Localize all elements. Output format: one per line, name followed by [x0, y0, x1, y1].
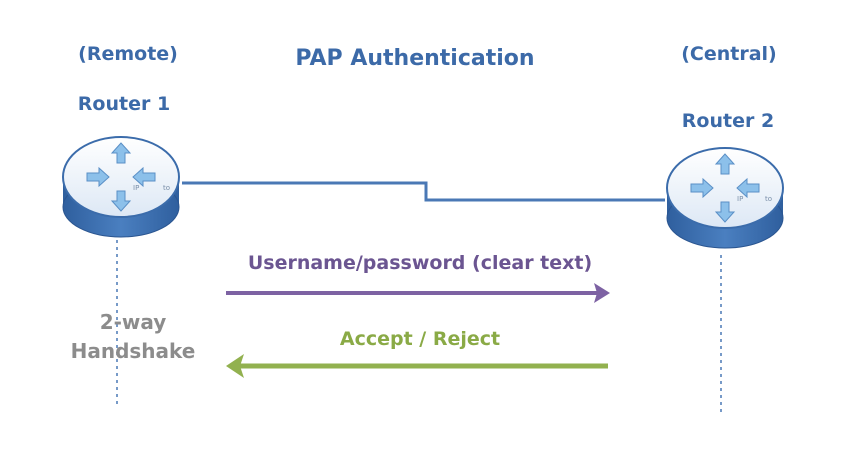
router1-icon[interactable]: IP to	[62, 136, 180, 238]
handshake-label: 2-way Handshake	[70, 310, 196, 363]
router2-label: Router 2	[681, 110, 775, 132]
diagram-title: PAP Authentication	[295, 46, 535, 71]
svg-text:IP: IP	[737, 195, 743, 203]
request-label: Username/password (clear text)	[247, 252, 593, 274]
svg-text:to: to	[765, 195, 772, 203]
request-arrow	[226, 283, 610, 303]
router1-label: Router 1	[77, 93, 171, 115]
response-arrow	[226, 354, 608, 378]
svg-text:to: to	[163, 184, 170, 192]
response-label: Accept / Reject	[339, 328, 501, 350]
central-tag: (Central)	[681, 43, 777, 65]
router-link	[182, 181, 665, 202]
svg-text:IP: IP	[133, 184, 139, 192]
router2-icon[interactable]: IP to	[666, 147, 784, 249]
remote-tag: (Remote)	[78, 43, 178, 65]
